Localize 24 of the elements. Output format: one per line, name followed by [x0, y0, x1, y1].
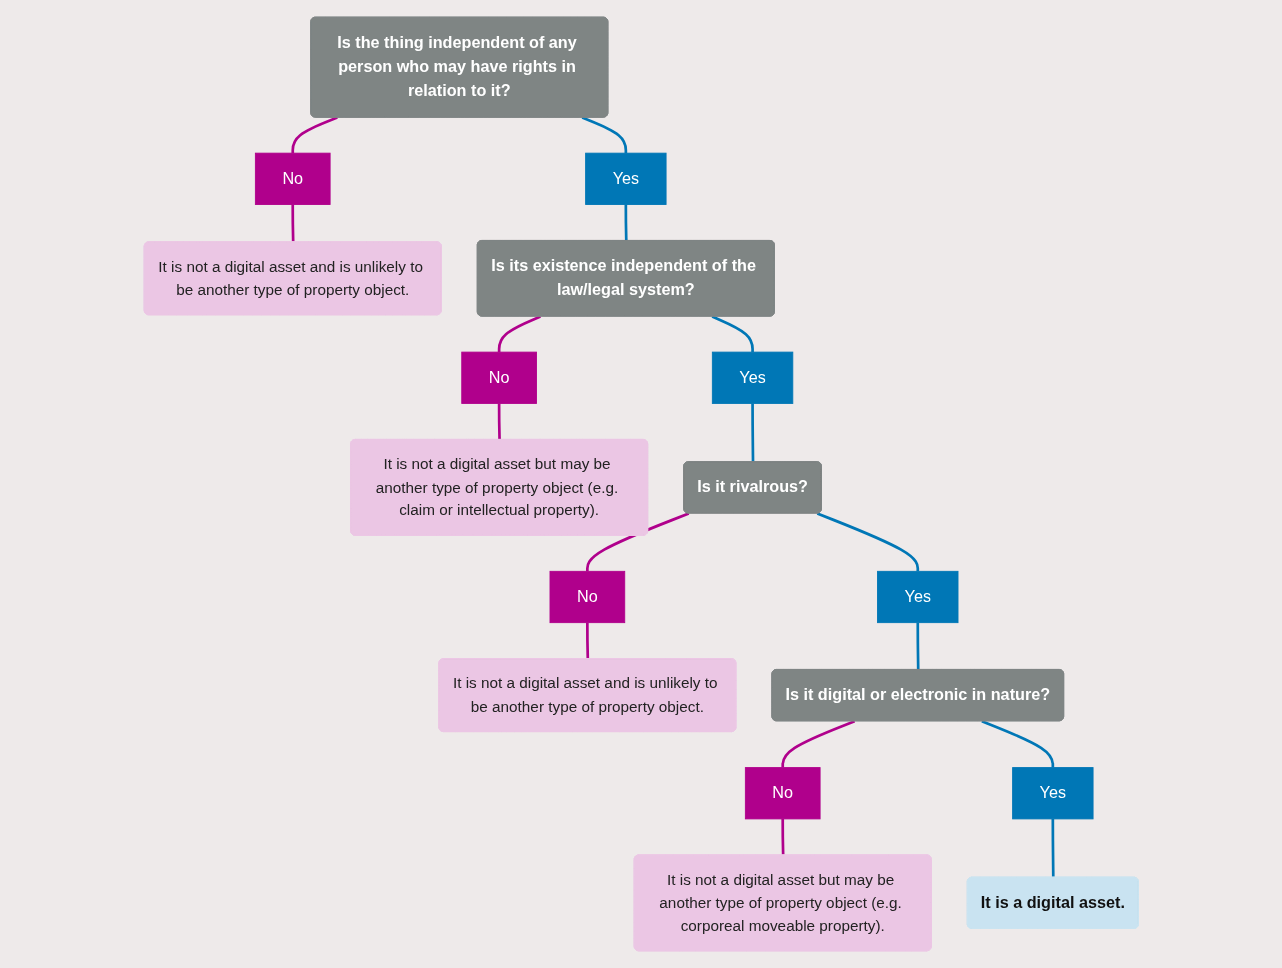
- connector: [497, 315, 541, 353]
- connector: [624, 204, 628, 241]
- node-box: No: [744, 767, 821, 820]
- connector: [816, 512, 919, 572]
- connector: [711, 315, 754, 353]
- connector: [1051, 818, 1055, 878]
- connector: [497, 403, 501, 440]
- connector: [581, 116, 627, 154]
- node-box: Yes: [1011, 767, 1094, 820]
- connector: [916, 622, 920, 670]
- node-box: Yes: [584, 152, 667, 205]
- connector: [585, 512, 689, 572]
- connector: [750, 403, 755, 463]
- connector: [981, 719, 1054, 768]
- node-box: No: [549, 570, 625, 624]
- node-box: No: [254, 152, 331, 205]
- connector: [291, 204, 295, 243]
- connector: [291, 116, 338, 154]
- connector: [585, 622, 589, 660]
- node-box: Yes: [711, 351, 793, 404]
- connector: [781, 818, 785, 856]
- connector: [781, 719, 855, 768]
- node-box: No: [461, 351, 537, 404]
- node-box: Yes: [876, 570, 959, 624]
